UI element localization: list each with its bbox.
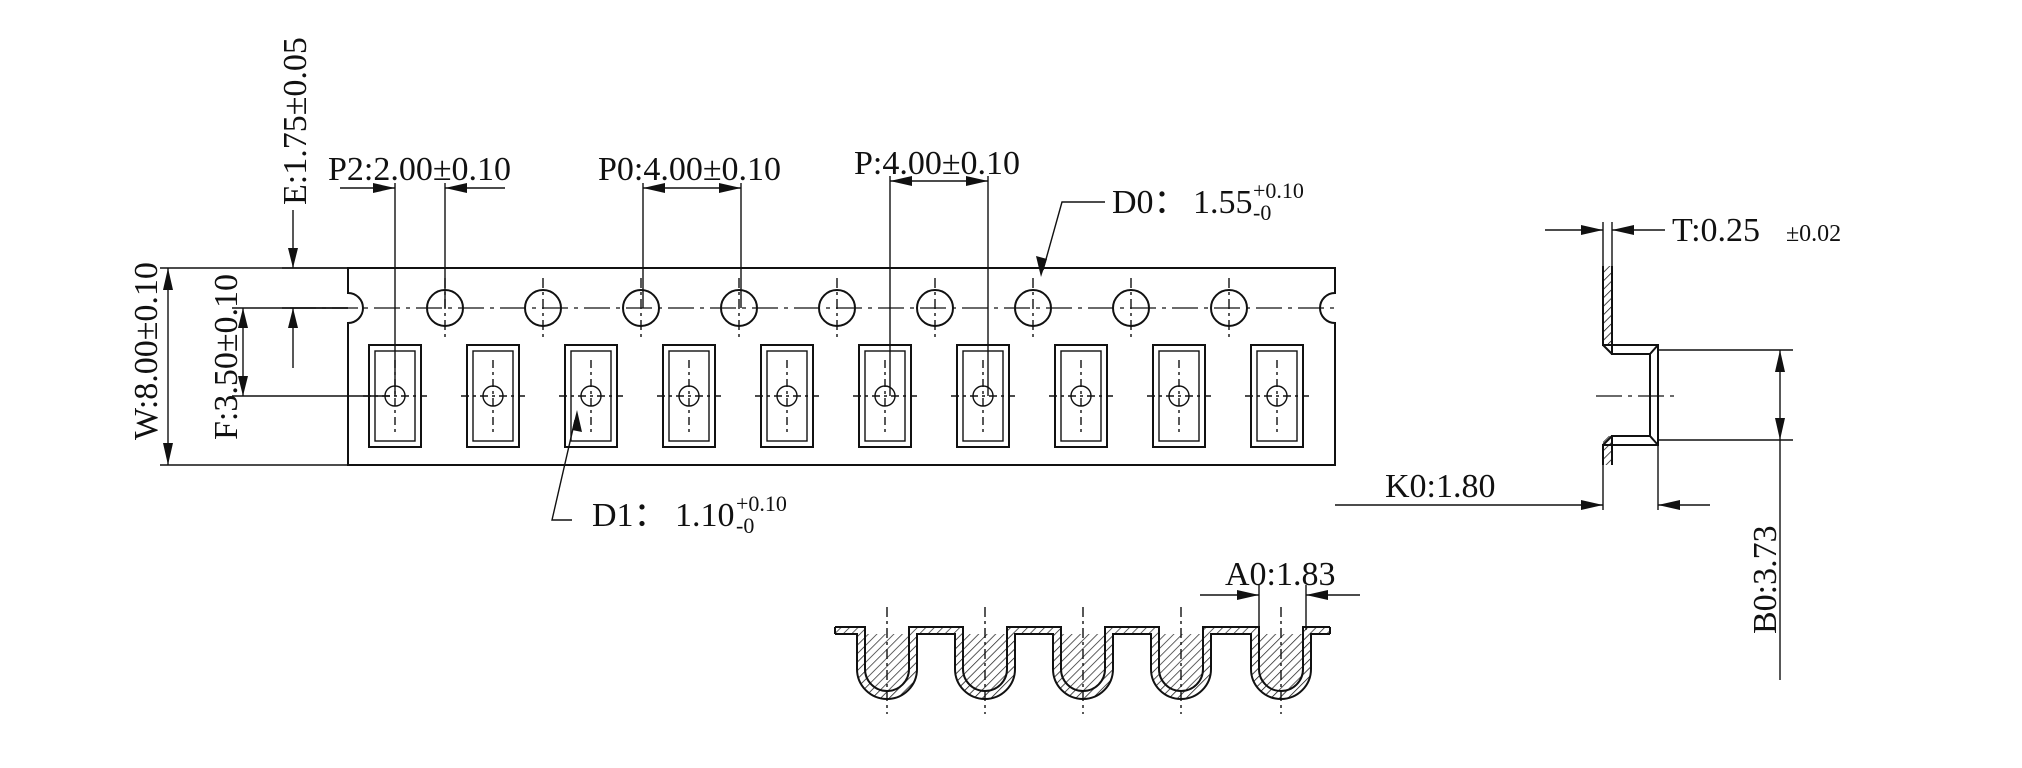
sprocket-holes: [426, 278, 1248, 338]
dim-f-label: F:3.50±0.10: [208, 274, 245, 440]
dim-d1: D1： 1.10 +0.10 -0: [551, 410, 787, 538]
dim-p-label: P:4.00±0.10: [854, 145, 1020, 182]
component-pocket: [461, 344, 525, 448]
side-profile-inner: [1611, 266, 1651, 465]
dim-p2: P2:2.00±0.10: [328, 151, 511, 396]
sprocket-hole: [720, 278, 758, 338]
tape-outline: [347, 267, 1336, 466]
dim-p0: P0:4.00±0.10: [598, 151, 781, 308]
dim-d1-tol-upper: +0.10: [736, 491, 787, 516]
component-pocket: [853, 344, 917, 448]
tape-top-view: [290, 267, 1340, 466]
tape-front-section: [834, 607, 1331, 714]
dim-k0-label: K0:1.80: [1385, 468, 1496, 505]
component-pocket: [559, 344, 623, 448]
dim-a0: A0:1.83: [1200, 556, 1360, 630]
component-pocket: [1049, 344, 1113, 448]
dim-t-label: T:0.25: [1672, 212, 1760, 249]
component-pocket: [657, 344, 721, 448]
dim-w-label: W:8.00±0.10: [128, 262, 165, 440]
component-pocket: [1147, 344, 1211, 448]
dim-k0: K0:1.80: [1335, 445, 1710, 510]
dim-d0-value: 1.55: [1193, 184, 1253, 221]
dim-w: W:8.00±0.10: [128, 262, 348, 466]
section-cavity: [857, 607, 917, 714]
sprocket-hole: [524, 278, 562, 338]
component-pocket: [951, 344, 1015, 448]
dim-d1-value: 1.10: [675, 497, 735, 534]
component-pockets: [363, 344, 1309, 448]
tape-side-view: [1596, 266, 1793, 465]
sprocket-hole: [1014, 278, 1052, 338]
dim-p2-label: P2:2.00±0.10: [328, 151, 511, 188]
dim-p: P:4.00±0.10: [854, 145, 1020, 396]
dim-f: F:3.50±0.10: [208, 274, 390, 440]
dim-d0-label: D0：: [1112, 184, 1188, 221]
sprocket-hole: [916, 278, 954, 338]
section-cavity: [1251, 607, 1311, 714]
dim-b0-label: B0:3.73: [1747, 525, 1784, 634]
dim-e: E:1.75±0.05: [277, 37, 348, 368]
dim-d0: D0： 1.55 +0.10 -0: [1036, 178, 1304, 277]
dim-t: T:0.25 ±0.02: [1545, 212, 1841, 266]
dim-a0-label: A0:1.83: [1225, 556, 1336, 593]
sprocket-hole: [1112, 278, 1150, 338]
sprocket-hole: [622, 278, 660, 338]
dim-d0-tol-lower: -0: [1253, 200, 1271, 225]
dim-d1-tol-lower: -0: [736, 513, 754, 538]
dim-e-label: E:1.75±0.05: [277, 37, 314, 205]
side-profile-bottom: [1602, 344, 1659, 446]
sprocket-hole: [1210, 278, 1248, 338]
dim-d1-label: D1：: [592, 497, 668, 534]
section-cavity: [1151, 607, 1211, 714]
dim-t-tol: ±0.02: [1786, 221, 1841, 247]
dim-b0: B0:3.73: [1747, 350, 1785, 680]
component-pocket: [1245, 344, 1309, 448]
dim-d0-tol-upper: +0.10: [1253, 178, 1304, 203]
dim-p0-label: P0:4.00±0.10: [598, 151, 781, 188]
component-pocket: [755, 344, 819, 448]
sprocket-hole: [818, 278, 856, 338]
section-cavity: [1053, 607, 1113, 714]
section-cavity: [955, 607, 1015, 714]
